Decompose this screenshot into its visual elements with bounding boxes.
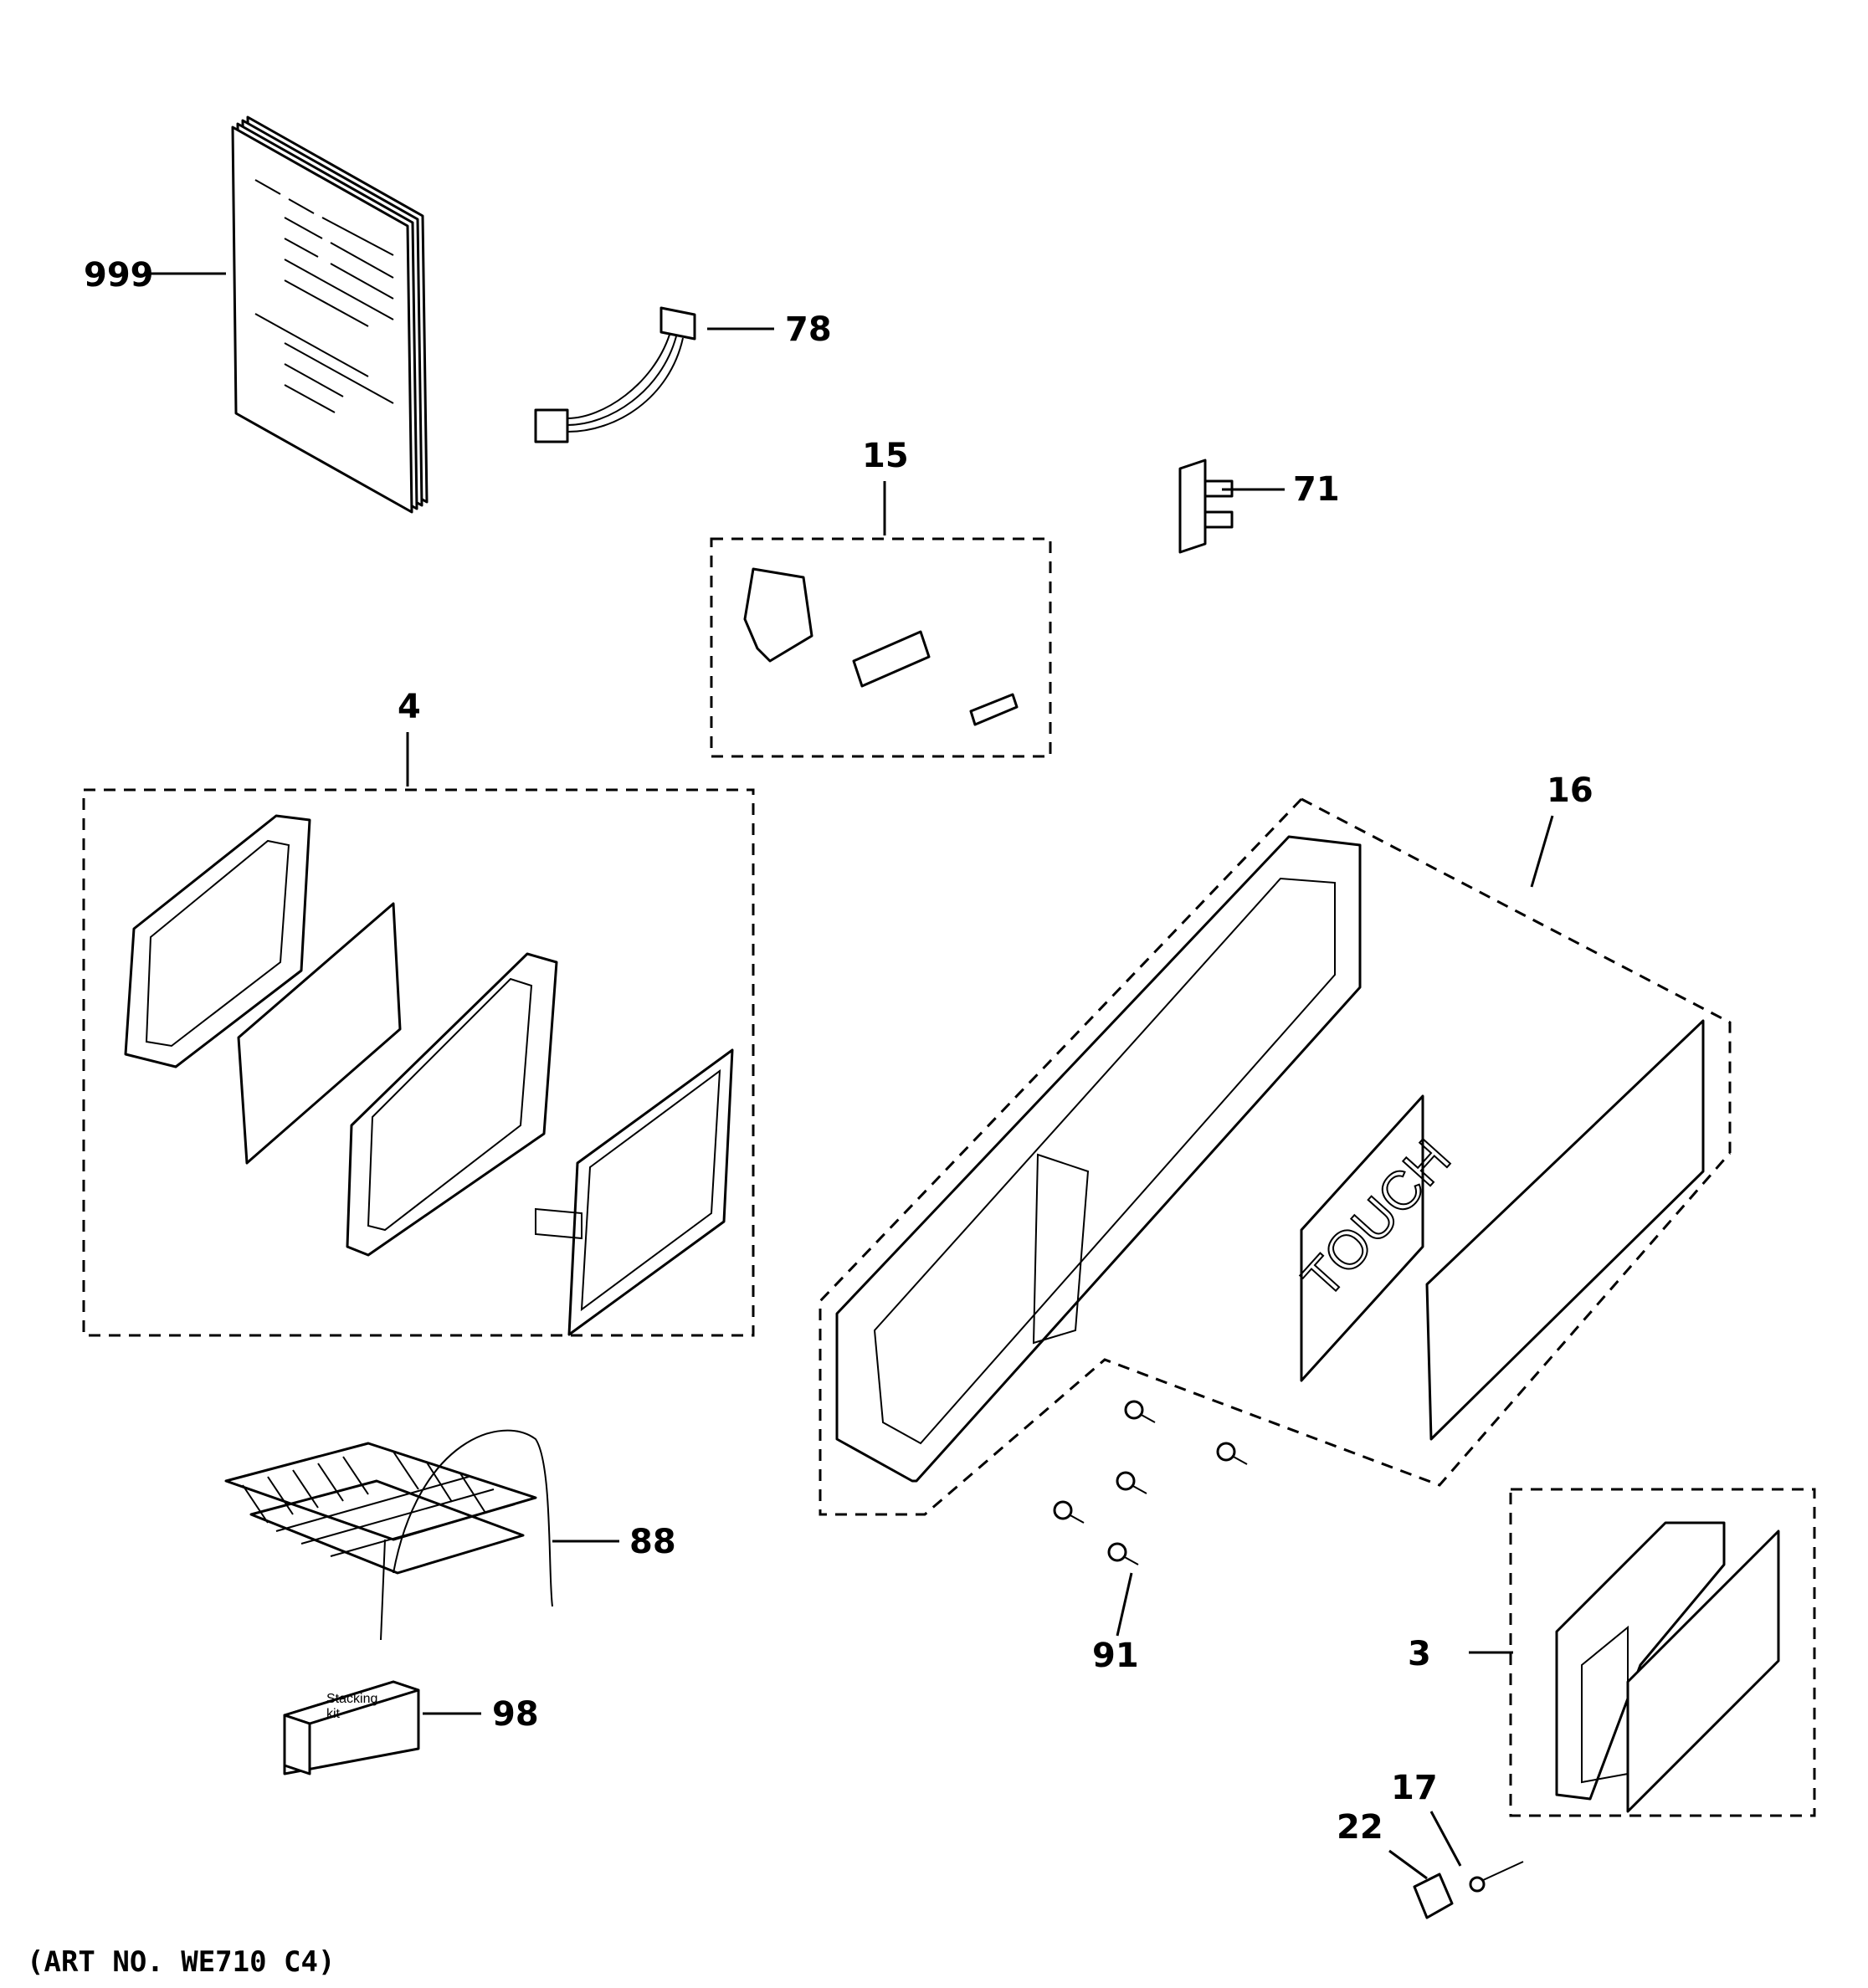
part-999-manual [231,115,429,514]
callout-15: 15 [862,437,909,475]
part-16-control-panel: TOUCH [819,797,1732,1516]
callout-71: 71 [1293,470,1340,509]
stacking-kit-label-line-1: Stacking [326,1692,377,1706]
callout-22: 22 [1337,1808,1383,1847]
part-71-switch [1178,459,1234,554]
callout-4: 4 [398,688,421,726]
part-98-stacking-kit: Stacking kit [283,1680,420,1775]
callout-91: 91 [1092,1637,1139,1675]
callout-78: 78 [785,310,832,349]
part-88-drying-rack [224,1429,553,1641]
callout-98: 98 [492,1695,539,1734]
part-78-wire-harness [534,306,696,443]
callout-17: 17 [1391,1769,1438,1807]
part-4-control-board-assembly [82,788,755,1337]
callout-999: 999 [84,256,154,295]
leader-lines [146,272,1554,1880]
callout-16: 16 [1547,771,1593,810]
part-15-kit [710,537,1052,758]
art-number-caption: (ART NO. WE710 C4) [27,1945,335,1979]
part-17-screw [1469,1861,1524,1893]
part-91-screws [1053,1400,1248,1565]
callout-labels: 999 78 15 71 4 16 88 98 91 3 17 22 [84,256,1593,1847]
stacking-kit-label-line-2: kit [326,1707,341,1721]
part-22-knob [1413,1873,1454,1919]
callout-3: 3 [1408,1635,1431,1673]
part-3-dispenser-panel [1509,1488,1816,1817]
callout-88: 88 [629,1523,676,1561]
